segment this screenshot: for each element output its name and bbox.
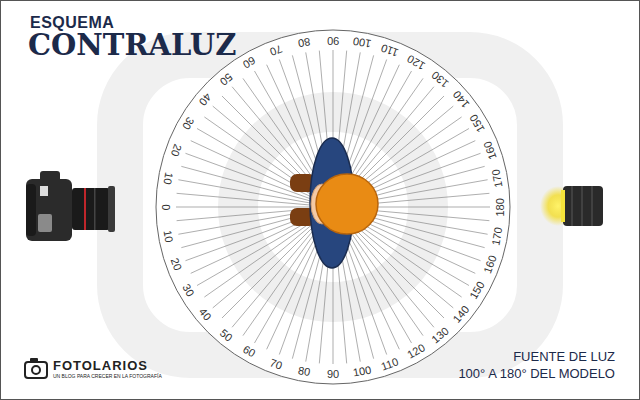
- degree-label-slot: 90: [327, 34, 339, 47]
- logo-name: FOTOLARIOS: [53, 359, 148, 374]
- light-rib: [591, 186, 593, 226]
- radial-line: [176, 207, 325, 208]
- logo-lens: [32, 366, 40, 374]
- logo-camera: [25, 362, 47, 378]
- camera-grip: [26, 184, 36, 236]
- model-top-view: [290, 138, 378, 268]
- lens-front: [108, 186, 115, 232]
- light-note-slot: FUENTE DE LUZ: [513, 350, 615, 365]
- light-note-slot: 100° A 180° DEL MODELO: [458, 367, 615, 382]
- degree-label: 90: [327, 34, 339, 47]
- degree-label: 0: [160, 204, 173, 210]
- camera-detail: [40, 186, 48, 196]
- light-rib: [581, 186, 583, 226]
- logo-camera-top: [30, 358, 38, 363]
- radial-line: [197, 129, 326, 204]
- logo-tagline-slot: UN BLOG PARA CRECER EN LA FOTOGRAFÍA: [53, 374, 162, 380]
- light-note: 100° A 180° DEL MODELO: [458, 367, 615, 382]
- light-source: [540, 186, 603, 226]
- degree-label: 10: [161, 229, 176, 243]
- radial-line: [213, 212, 327, 308]
- title-prefix: ESQUEMA: [30, 14, 114, 32]
- camera-icon: [26, 171, 115, 241]
- model-hair: [316, 174, 378, 234]
- camera-lens: [72, 188, 110, 230]
- light-body: [563, 186, 603, 226]
- protractor: [156, 30, 510, 384]
- radial-line: [204, 117, 326, 202]
- light-face: [561, 190, 565, 222]
- logo-name-slot: FOTOLARIOS: [53, 359, 148, 374]
- degree-label-slot: 80: [297, 35, 311, 50]
- degree-label: 80: [297, 35, 311, 50]
- camera-screen: [38, 214, 52, 232]
- logo-icon: [25, 358, 47, 378]
- degree-label: 80: [297, 364, 311, 379]
- lens-ring: [94, 188, 96, 230]
- radial-line: [185, 153, 325, 204]
- light-rib: [571, 186, 573, 226]
- protractor-rim: [156, 30, 510, 384]
- degree-label-slot: 0: [160, 204, 173, 210]
- radial-lines: [176, 50, 490, 364]
- radial-line: [191, 141, 326, 204]
- degree-label-slot: 90: [327, 368, 339, 381]
- degree-label-slot: 180: [494, 198, 507, 216]
- degree-label-slot: 10: [161, 229, 176, 243]
- logo-tagline: UN BLOG PARA CRECER EN LA FOTOGRAFÍA: [53, 374, 162, 380]
- diagram-title-slot: CONTRALUZ: [28, 30, 236, 62]
- camera-body: [26, 179, 72, 241]
- radial-line: [177, 193, 325, 206]
- radial-line: [178, 208, 325, 234]
- degree-label-slot: 10: [161, 171, 176, 185]
- diagram-title: CONTRALUZ: [28, 30, 236, 62]
- lens-ring: [84, 188, 86, 230]
- degree-label: 10: [161, 171, 176, 185]
- degree-label: 90: [327, 368, 339, 381]
- degree-label: 180: [494, 198, 507, 216]
- degree-label-slot: 80: [297, 364, 311, 379]
- title-prefix-slot: ESQUEMA: [30, 14, 114, 32]
- light-note: FUENTE DE LUZ: [513, 350, 615, 365]
